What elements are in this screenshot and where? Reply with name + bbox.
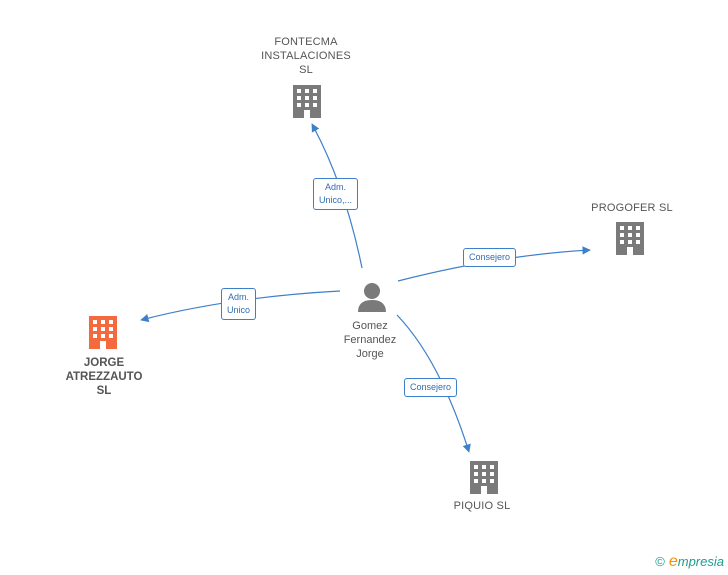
footer-brand: ©empresia (655, 553, 724, 571)
edge-label-jorge: Adm. Unico (221, 288, 257, 320)
edge-to-piquio (396, 314, 471, 453)
edge-label-progofer: Consejero (463, 248, 517, 267)
node-label-jorge[interactable]: JORGE ATREZZAUTO SL (65, 357, 143, 397)
edge-label-piquio: Consejero (404, 378, 458, 397)
building-icon-jorge[interactable] (89, 316, 117, 349)
brand-name: mpresia (677, 554, 724, 569)
edge-label-fontecma: Adm. Unico,... (313, 178, 359, 210)
node-label-person[interactable]: Gomez Fernandez Jorge (343, 320, 397, 360)
building-icon-progofer[interactable] (616, 222, 644, 255)
person-icon[interactable] (358, 283, 386, 312)
node-label-piquio[interactable]: PIQUIO SL (453, 500, 511, 512)
node-label-fontecma[interactable]: FONTECMA INSTALACIONES SL (261, 36, 351, 76)
building-icon-piquio[interactable] (470, 461, 498, 494)
building-icon-fontecma[interactable] (293, 85, 321, 118)
node-label-progofer[interactable]: PROGOFER SL (591, 202, 673, 214)
copyright-symbol: © (655, 554, 665, 569)
brand-initial: e (668, 553, 678, 570)
